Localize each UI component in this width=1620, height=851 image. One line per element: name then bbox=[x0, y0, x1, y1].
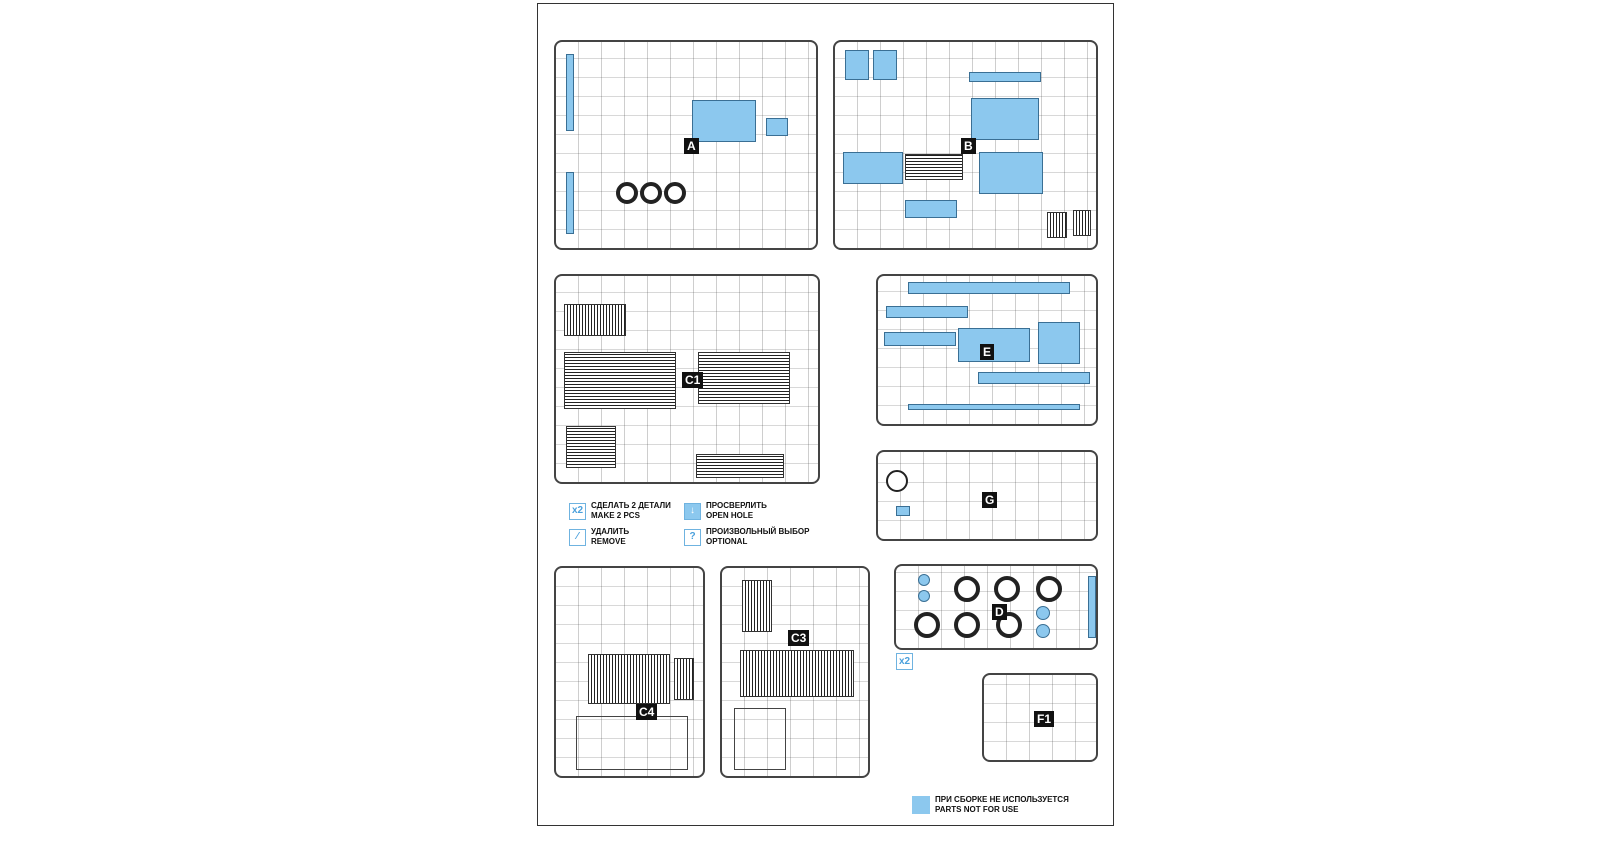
x2-icon: x2 bbox=[569, 502, 586, 520]
legend-ru: УДАЛИТЬ bbox=[591, 527, 630, 536]
sprue-label: C1 bbox=[682, 372, 704, 388]
legend-en: PARTS NOT FOR USE bbox=[935, 805, 1019, 814]
sprue-c4: C4 bbox=[554, 566, 705, 778]
sprue-g: G bbox=[876, 450, 1098, 541]
sprue-label: A bbox=[684, 138, 699, 154]
unused-swatch-icon bbox=[912, 796, 930, 814]
sprue-d: D bbox=[894, 564, 1098, 650]
legend-en: OPTIONAL bbox=[706, 537, 748, 546]
legend-en: OPEN HOLE bbox=[706, 511, 754, 520]
sprue-label: C3 bbox=[788, 630, 810, 646]
legend-en: MAKE 2 PCS bbox=[591, 511, 640, 520]
legend-ru: СДЕЛАТЬ 2 ДЕТАЛИ bbox=[591, 501, 671, 510]
sprue-label: C4 bbox=[636, 704, 658, 720]
sprue-label: B bbox=[961, 138, 976, 154]
sprue-b: B bbox=[833, 40, 1098, 250]
sprue-c3: C3 bbox=[720, 566, 870, 778]
sprue-label: G bbox=[982, 492, 998, 508]
sprue-label: D bbox=[992, 604, 1007, 620]
question-icon: ? bbox=[684, 528, 701, 546]
sprue-a: A bbox=[554, 40, 818, 250]
d-multiplier: x2 bbox=[896, 653, 913, 670]
legend-ru: ПРОСВЕРЛИТЬ bbox=[706, 501, 767, 510]
legend-en: REMOVE bbox=[591, 537, 626, 546]
legend-ru: ПРОИЗВОЛЬНЫЙ ВЫБОР bbox=[706, 527, 810, 536]
x2-icon: x2 bbox=[896, 653, 913, 670]
instruction-sheet bbox=[537, 3, 1114, 826]
sprue-f1: F1 bbox=[982, 673, 1098, 762]
knife-icon: ⁄ bbox=[569, 528, 586, 546]
sprue-label: E bbox=[980, 344, 995, 360]
legend-ru: ПРИ СБОРКЕ НЕ ИСПОЛЬЗУЕТСЯ bbox=[935, 795, 1069, 804]
sprue-e: E bbox=[876, 274, 1098, 426]
sprue-label: F1 bbox=[1034, 711, 1055, 727]
drill-icon: ↓ bbox=[684, 502, 701, 520]
sprue-c1: C1 bbox=[554, 274, 820, 484]
